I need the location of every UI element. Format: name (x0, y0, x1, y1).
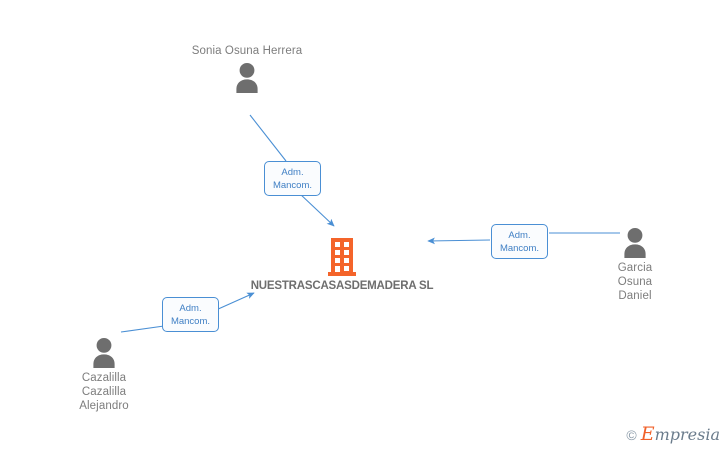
copyright-icon: © (626, 426, 637, 443)
person-label: Cazalilla Cazalilla Alejandro (79, 372, 129, 412)
person-label: Sonia Osuna Herrera (191, 45, 303, 57)
edge-cazalilla-to-label (120, 325, 165, 333)
relation-label-sonia[interactable]: Adm. Mancom. (264, 161, 321, 196)
person-label: Garcia Osuna Daniel (617, 262, 653, 302)
brand-initial: E (640, 423, 655, 445)
company-node[interactable]: NUESTRASCASASDEMADERA SL (232, 238, 452, 294)
edge-label-to-company-cazalilla (215, 292, 255, 311)
edge-sonia-to-label (249, 114, 287, 162)
person-icon (624, 228, 646, 258)
edge-label-to-company-sonia (298, 192, 335, 227)
person-icon (236, 63, 258, 93)
person-node-garcia-osuna-daniel[interactable]: Garcia Osuna Daniel (565, 227, 705, 303)
relation-label-garcia[interactable]: Adm. Mancom. (491, 224, 548, 259)
company-label: NUESTRASCASASDEMADERA SL (250, 280, 434, 292)
empresia-watermark: © Empresia (626, 425, 720, 444)
person-node-sonia-osuna-herrera[interactable]: Sonia Osuna Herrera (177, 44, 317, 93)
person-node-cazalilla-cazalilla-alejandro[interactable]: Cazalilla Cazalilla Alejandro (34, 337, 174, 413)
building-icon (328, 238, 356, 276)
person-icon (93, 338, 115, 368)
brand-rest: mpresia (654, 425, 720, 444)
relation-label-cazalilla[interactable]: Adm. Mancom. (162, 297, 219, 332)
brand-name: Empresia (641, 425, 720, 444)
